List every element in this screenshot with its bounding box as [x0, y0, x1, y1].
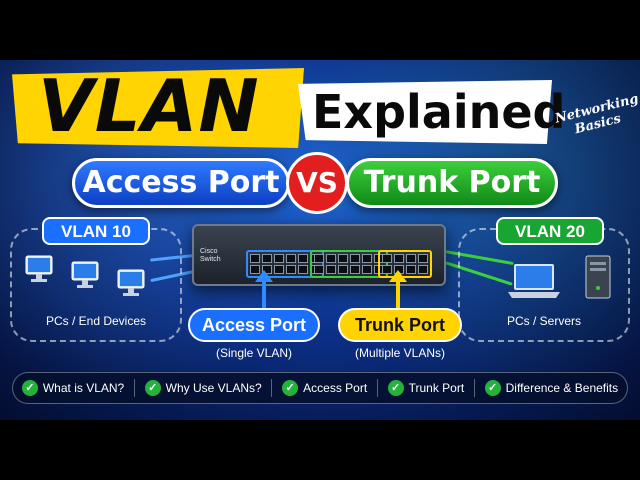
vlan20-label: PCs / Servers — [506, 314, 581, 328]
divider — [473, 379, 475, 397]
topic-item: ✓ Why Use VLANs? — [144, 380, 262, 396]
trunk-port-callout: Trunk Port — [338, 308, 462, 342]
topic-label: Why Use VLANs? — [165, 381, 262, 395]
desktop-pc-icon — [117, 269, 145, 296]
topics-bar: ✓ What is VLAN? ✓ Why Use VLANs? ✓ Access P… — [12, 372, 628, 404]
thumbnail-canvas: VLAN Explained Networking Basics Access … — [0, 60, 640, 420]
divider — [133, 379, 135, 397]
topic-item: ✓ Difference & Benefits — [484, 380, 619, 396]
switch-model: Switch — [200, 256, 221, 263]
divider — [271, 379, 273, 397]
trunk-port-subtitle: (Multiple VLANs) — [354, 346, 446, 360]
check-circle-icon: ✓ — [282, 380, 299, 396]
explained-banner — [298, 80, 552, 144]
topic-label: Difference & Benefits — [505, 381, 619, 395]
access-port-heading: Access Port — [72, 158, 290, 208]
access-port-callout: Access Port — [188, 308, 320, 342]
trunk-port-heading: Trunk Port — [346, 158, 558, 208]
topic-item: ✓ What is VLAN? — [21, 380, 125, 396]
access-port-subtitle: (Single VLAN) — [215, 346, 293, 360]
check-circle-icon: ✓ — [21, 380, 38, 396]
topic-label: What is VLAN? — [42, 381, 125, 395]
vlan-title-banner — [12, 68, 304, 148]
vs-badge: VS — [286, 152, 348, 214]
check-circle-icon: ✓ — [144, 380, 161, 396]
divider — [376, 379, 378, 397]
topic-label: Trunk Port — [408, 381, 465, 395]
trunk-port-arrow — [389, 270, 407, 310]
topic-label: Access Port — [303, 381, 368, 395]
vlan10-label: PCs / End Devices — [45, 314, 147, 328]
topic-item: ✓ Access Port — [282, 380, 367, 396]
check-circle-icon: ✓ — [484, 380, 501, 396]
vlan20-tag: VLAN 20 — [496, 217, 604, 245]
check-circle-icon: ✓ — [387, 380, 404, 396]
vlan20-port-group — [310, 250, 388, 278]
laptop-icon — [508, 264, 560, 298]
vlan10-tag: VLAN 10 — [42, 217, 150, 245]
switch-brand: Cisco — [200, 248, 218, 255]
server-tower-icon — [585, 255, 611, 299]
desktop-pc-icon — [25, 255, 53, 282]
switch-label: Cisco Switch — [200, 248, 221, 264]
title-second: Explained — [312, 85, 566, 139]
network-switch: Cisco Switch — [192, 224, 446, 286]
access-port-arrow — [255, 270, 273, 310]
topic-item: ✓ Trunk Port — [387, 380, 465, 396]
title-main: VLAN — [38, 64, 260, 148]
desktop-pc-icon — [71, 261, 99, 288]
